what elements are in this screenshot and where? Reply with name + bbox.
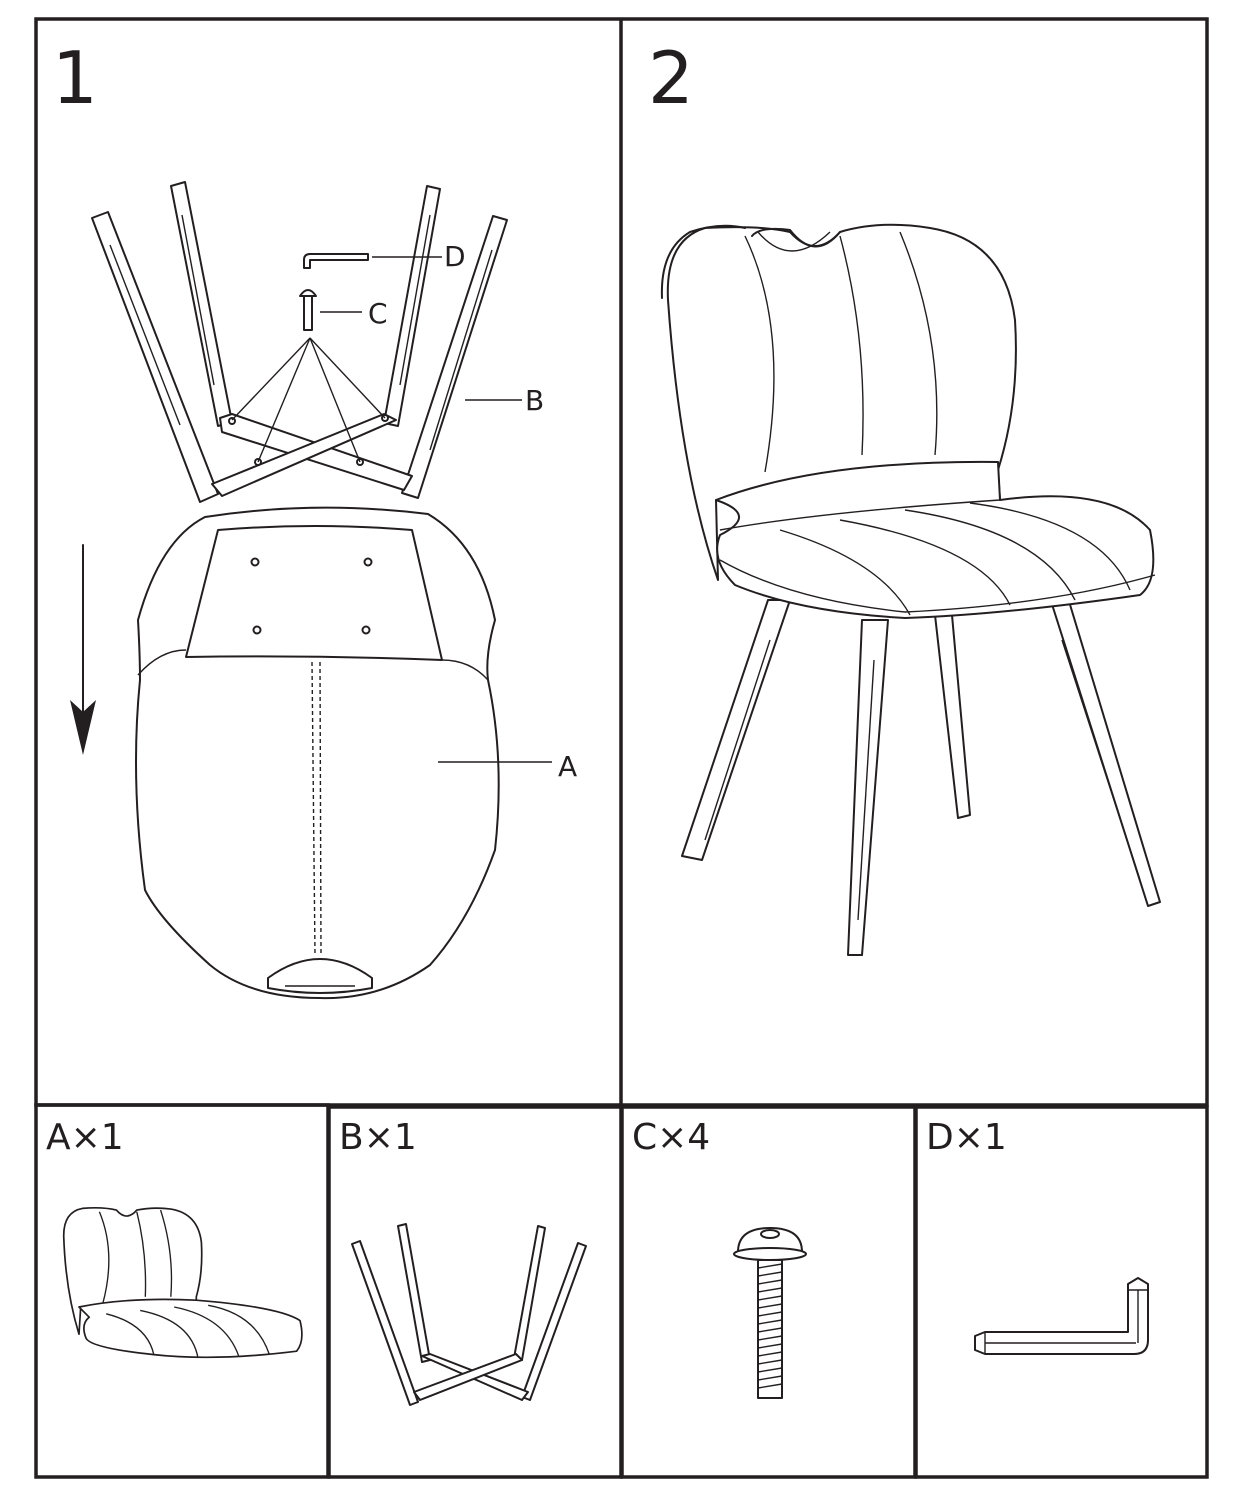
callout-b: B: [525, 384, 544, 417]
part-label: C×4: [632, 1117, 710, 1158]
callout-a: A: [558, 750, 577, 783]
step-number: 1: [52, 36, 98, 120]
part-label: A×1: [46, 1117, 124, 1158]
step-2-panel: 2: [648, 36, 1161, 956]
screw-part-icon: [733, 1227, 807, 1399]
seat-bottom-view: A: [135, 506, 577, 1000]
screw-icon: C: [299, 289, 388, 331]
step-1-panel: 1 D: [52, 36, 577, 1000]
part-d-cell: D×1: [926, 1117, 1149, 1355]
panel-frames: [34, 17, 1209, 1479]
allen-key-icon: D: [303, 240, 466, 273]
part-label: D×1: [926, 1117, 1007, 1158]
callout-d: D: [444, 240, 466, 273]
leg-base-upside-down: [91, 181, 508, 503]
part-c-cell: C×4: [632, 1117, 807, 1399]
part-b-cell: B×1: [339, 1117, 587, 1406]
arrow-down-icon: [70, 544, 96, 755]
seat-part-icon: [62, 1206, 303, 1359]
assembled-chair: [660, 223, 1161, 956]
allen-key-part-icon: [974, 1277, 1149, 1355]
part-label: B×1: [339, 1117, 417, 1158]
part-a-cell: A×1: [46, 1117, 303, 1359]
leg-base-part-icon: [351, 1223, 587, 1406]
callout-c: C: [368, 297, 388, 330]
step-number: 2: [648, 36, 694, 120]
